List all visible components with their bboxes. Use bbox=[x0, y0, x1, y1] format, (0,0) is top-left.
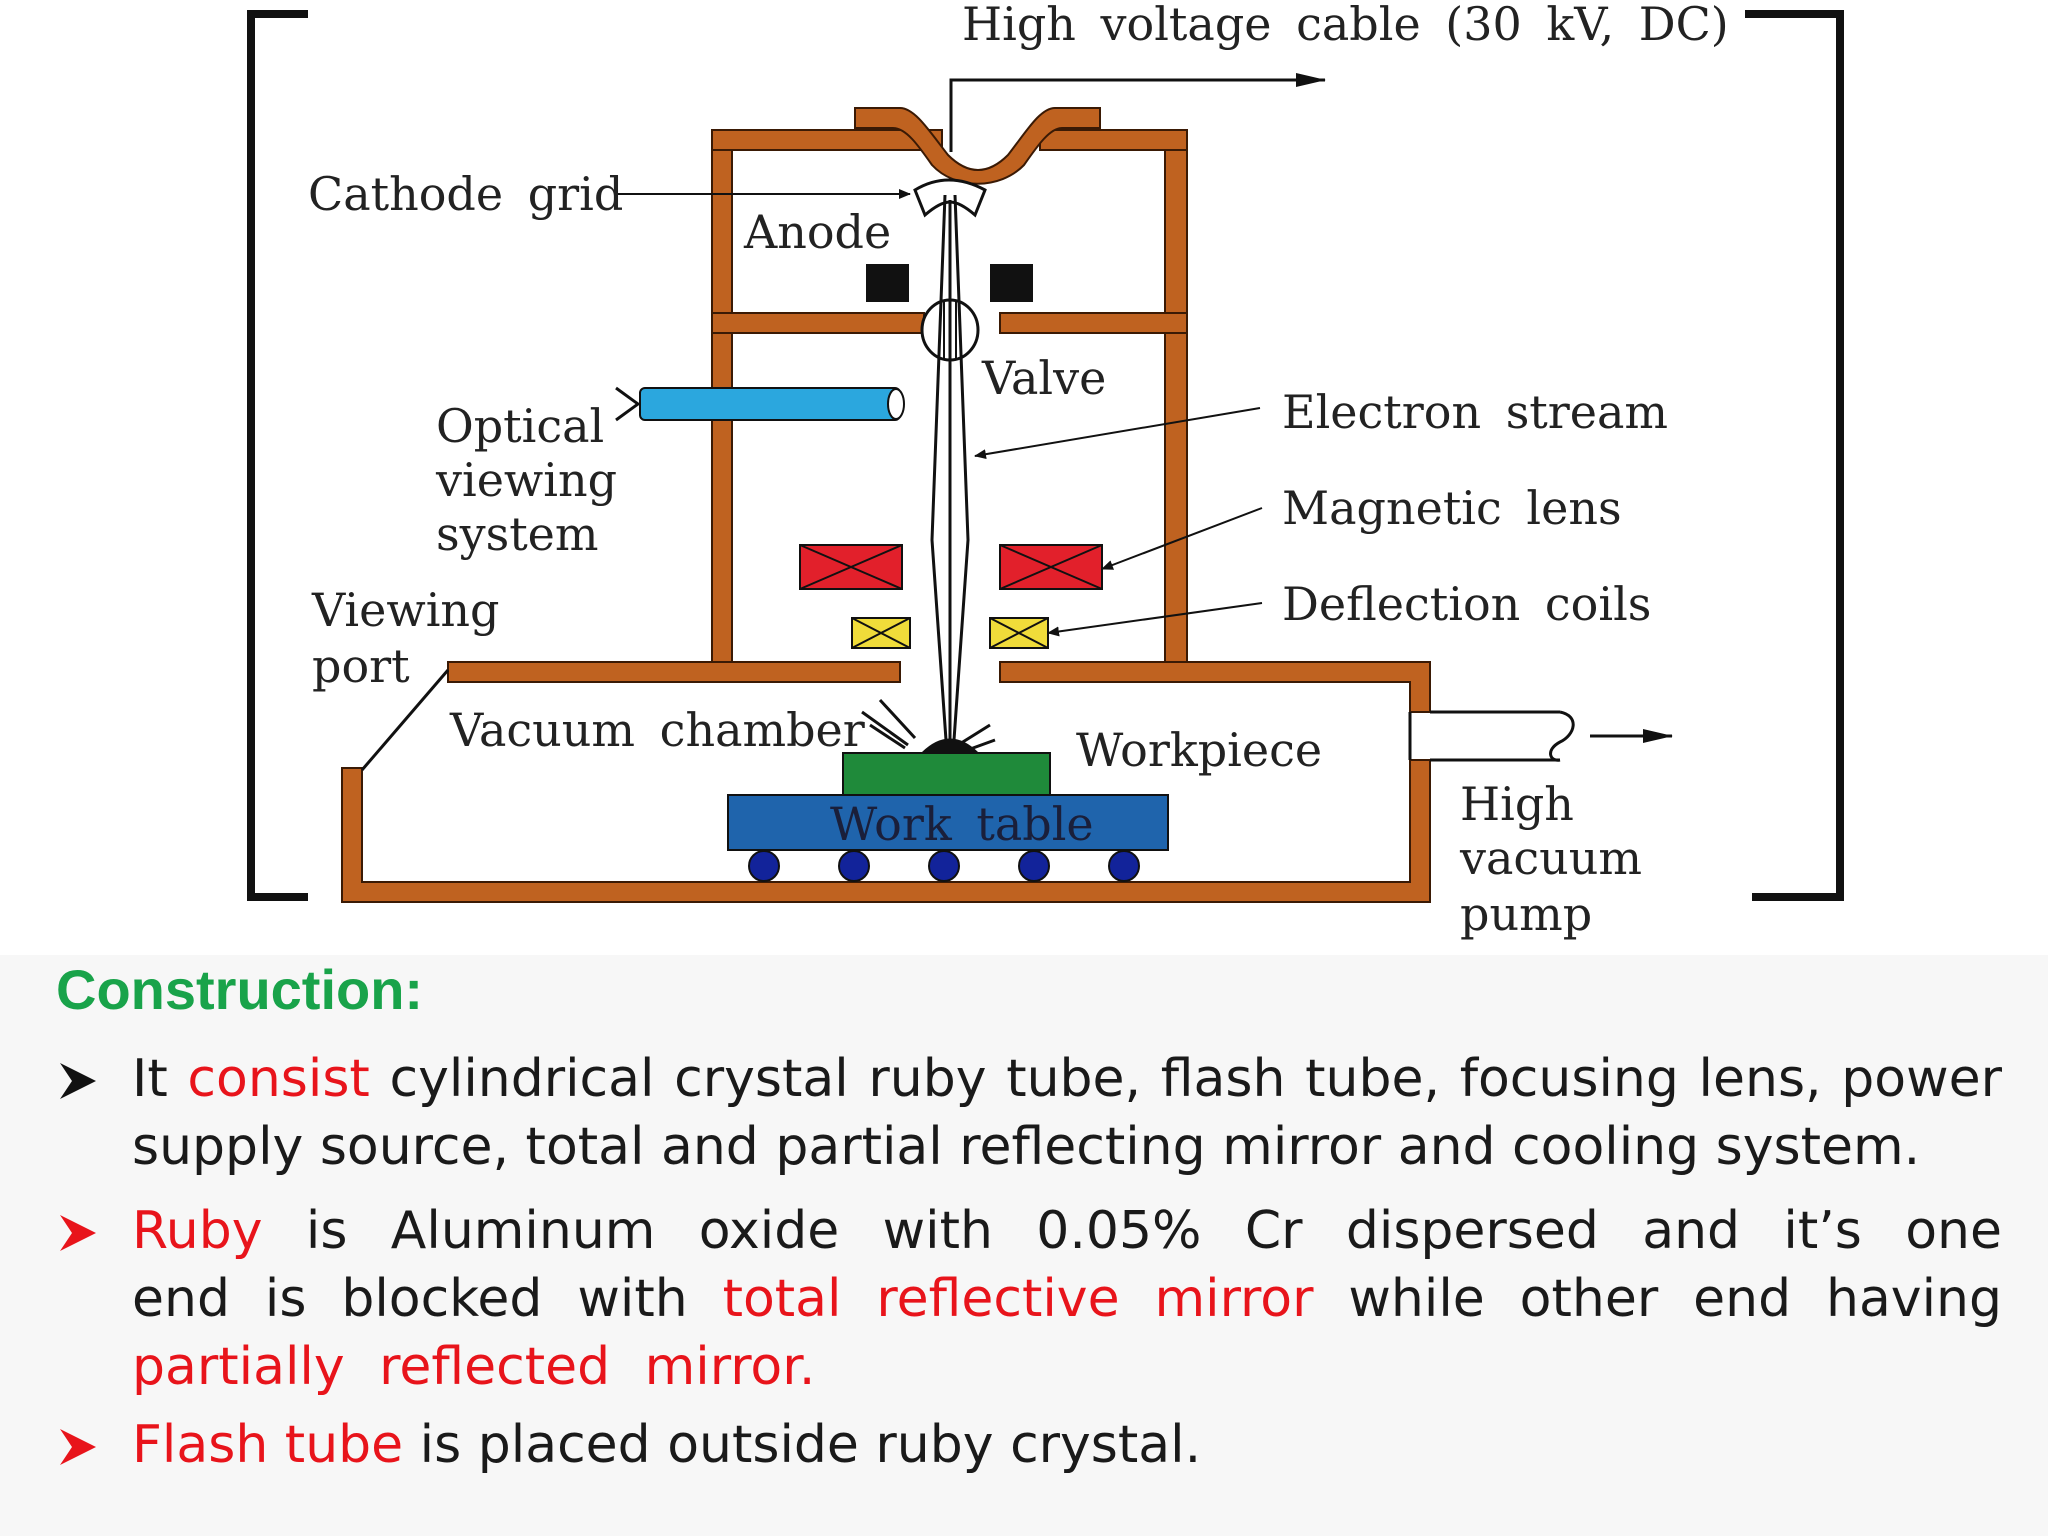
anode-right-block bbox=[990, 264, 1033, 302]
right-bracket bbox=[1745, 10, 1844, 901]
bullet-2-text-d: while other end having bbox=[1313, 1269, 2002, 1329]
workpiece-label: Workpiece bbox=[1076, 723, 1322, 777]
cathode-grid bbox=[913, 178, 987, 218]
optical-viewing-tube bbox=[615, 386, 905, 422]
weld-pool bbox=[922, 738, 978, 752]
deflection-coils-label: Deflection coils bbox=[1282, 577, 1651, 631]
electron-stream-label: Electron stream bbox=[1282, 385, 1668, 439]
magnetic-lens-label: Magnetic lens bbox=[1282, 481, 1622, 535]
arrowhead-bullet-icon bbox=[60, 1429, 96, 1465]
arrowhead-bullet-icon bbox=[60, 1215, 96, 1251]
hv-cable bbox=[949, 73, 1326, 152]
work-table-label: Work table bbox=[830, 797, 1094, 851]
optical-viewing-system-label: Optical viewing system bbox=[435, 399, 642, 561]
bullet-3-highlight: Flash tube bbox=[132, 1415, 404, 1475]
bullet-1: It consist cylindrical crystal ruby tube… bbox=[60, 1045, 2002, 1181]
cathode-cap bbox=[854, 107, 1101, 185]
pump-outlet bbox=[1408, 710, 1575, 762]
construction-heading: Construction: bbox=[56, 958, 424, 1021]
vacuum-chamber-label: Vacuum chamber bbox=[449, 703, 865, 757]
magnetic-lens-leader bbox=[1101, 507, 1263, 570]
bullet-3: Flash tube is placed outside ruby crysta… bbox=[60, 1411, 2002, 1479]
bullet-2-highlight-partial-mirror: partially reflected mirror. bbox=[132, 1337, 816, 1397]
bullet-2: Ruby is Aluminum oxide with 0.05% Cr dis… bbox=[60, 1197, 2002, 1401]
cathode-grid-label: Cathode grid bbox=[308, 167, 623, 221]
viewing-port-slant bbox=[360, 669, 450, 771]
magnetic-lens bbox=[799, 544, 1103, 590]
deflection-coils-leader bbox=[1047, 602, 1263, 637]
column-walls bbox=[711, 129, 1188, 663]
sparks bbox=[861, 698, 996, 754]
electron-beam-machining-diagram: High voltage cable (30 kV, DC) Cathode g… bbox=[247, 0, 1844, 941]
bullet-1-text-a: It bbox=[132, 1049, 188, 1109]
anode-label: Anode bbox=[743, 205, 891, 259]
work-table bbox=[727, 794, 1169, 851]
valve-label: Valve bbox=[981, 351, 1106, 405]
anode-left-block bbox=[866, 264, 909, 302]
electron-stream-leader bbox=[974, 407, 1261, 460]
deflection-coils bbox=[851, 617, 1049, 649]
bullet-3-text-b: is placed outside ruby crystal. bbox=[403, 1415, 1202, 1475]
workpiece bbox=[842, 752, 1051, 796]
left-bracket bbox=[247, 10, 308, 901]
bullet-2-text-b: is Aluminum oxide with 0.05% Cr disperse… bbox=[132, 1201, 2002, 1329]
bullet-1-highlight: consist bbox=[187, 1049, 370, 1109]
electron-beam bbox=[930, 194, 970, 741]
arrowhead-bullet-icon bbox=[60, 1063, 96, 1099]
construction-section: Construction: It consist cylindrical cry… bbox=[0, 955, 2048, 1536]
wheels bbox=[748, 850, 1140, 882]
hv-cable-label: High voltage cable (30 kV, DC) bbox=[962, 0, 1729, 51]
bullet-2-highlight-total-mirror: total reflective mirror bbox=[722, 1269, 1314, 1329]
bullet-1-text-c: cylindrical crystal ruby tube, flash tub… bbox=[132, 1049, 2002, 1177]
bullet-2-highlight-ruby: Ruby bbox=[132, 1201, 263, 1261]
viewing-port-label: Viewing port bbox=[311, 583, 524, 693]
high-vacuum-pump-label: High vacuum pump bbox=[1459, 777, 1667, 941]
